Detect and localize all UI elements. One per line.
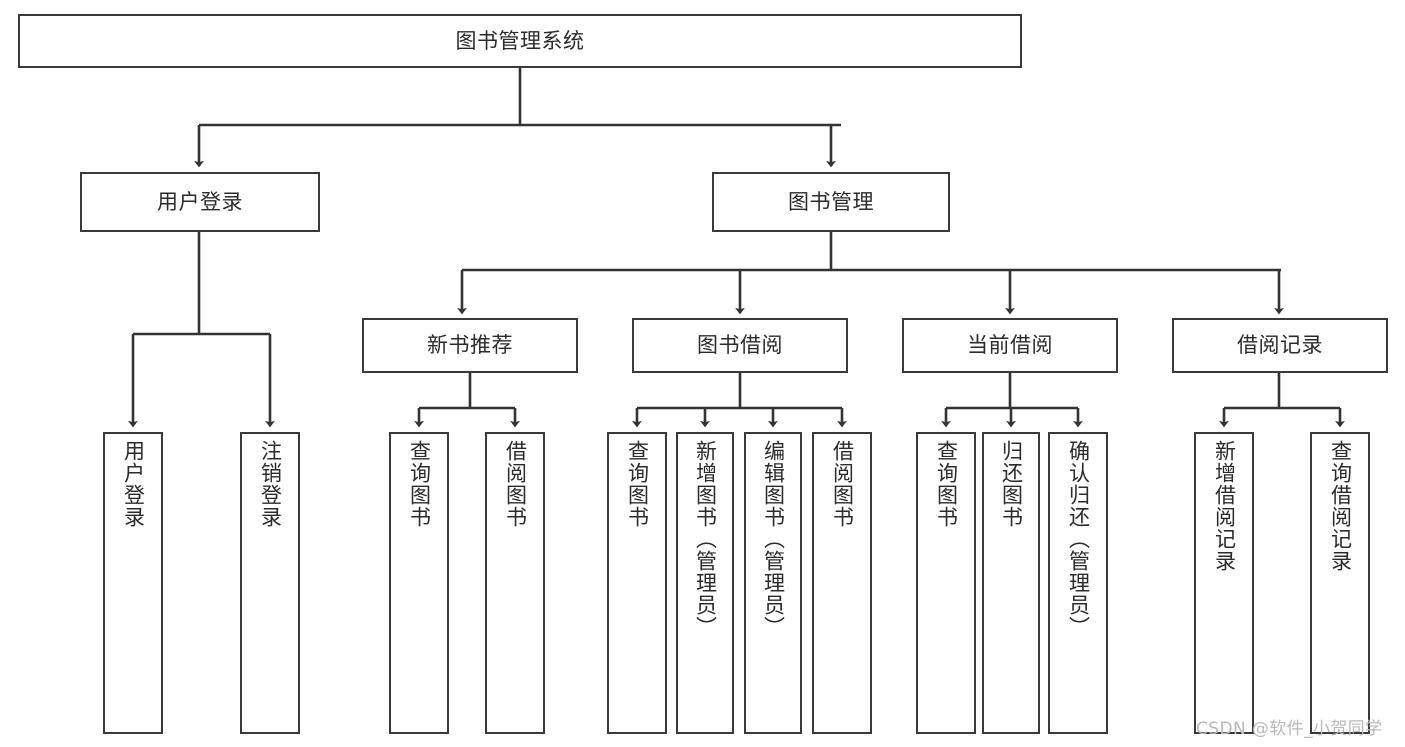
edge-book-borrow-to-leaves — [632, 373, 847, 428]
leaf-query-book-3[interactable]: 查询图书 — [916, 432, 976, 734]
node-borrow-record-label: 借阅记录 — [1237, 333, 1323, 358]
edge-new-book-to-leaves — [414, 373, 520, 428]
leaf-borrow-book-2[interactable]: 借阅图书 — [812, 432, 872, 734]
node-new-book-recommend[interactable]: 新书推荐 — [362, 318, 578, 373]
leaf-logout-login-label: 注销登录 — [258, 440, 283, 528]
leaf-edit-book[interactable]: 编辑图书（管理员） — [744, 432, 802, 734]
leaf-add-record-label: 新增借阅记录 — [1212, 440, 1237, 572]
leaf-borrow-book-2-label: 借阅图书 — [830, 440, 855, 528]
leaf-edit-book-label: 编辑图书（管理员） — [761, 440, 786, 638]
leaf-query-book-1-label: 查询图书 — [407, 440, 432, 528]
node-current-borrow[interactable]: 当前借阅 — [902, 318, 1118, 373]
edge-borrow-record-to-leaves — [1219, 373, 1345, 428]
node-book-borrow[interactable]: 图书借阅 — [632, 318, 848, 373]
edge-book-manage-to-level3 — [457, 232, 1284, 315]
leaf-query-book-2-label: 查询图书 — [625, 440, 650, 528]
leaf-query-book-1[interactable]: 查询图书 — [389, 432, 449, 734]
leaf-query-book-2[interactable]: 查询图书 — [607, 432, 667, 734]
node-book-borrow-label: 图书借阅 — [697, 333, 783, 358]
leaf-borrow-book-1-label: 借阅图书 — [503, 440, 528, 528]
leaf-user-login-label: 用户登录 — [121, 440, 146, 528]
node-root[interactable]: 图书管理系统 — [18, 14, 1022, 68]
leaf-user-login[interactable]: 用户登录 — [103, 432, 163, 734]
leaf-add-book[interactable]: 新增图书（管理员） — [676, 432, 734, 734]
leaf-query-record[interactable]: 查询借阅记录 — [1310, 432, 1370, 734]
node-root-label: 图书管理系统 — [455, 28, 585, 53]
edge-current-borrow-to-leaves — [941, 373, 1083, 428]
leaf-query-book-3-label: 查询图书 — [934, 440, 959, 528]
leaf-return-book-label: 归还图书 — [999, 440, 1024, 528]
leaf-add-book-label: 新增图书（管理员） — [693, 440, 718, 638]
node-new-book-recommend-label: 新书推荐 — [427, 333, 513, 358]
node-book-manage-label: 图书管理 — [788, 189, 874, 214]
leaf-return-book[interactable]: 归还图书 — [982, 432, 1040, 734]
leaf-confirm-return[interactable]: 确认归还（管理员） — [1048, 432, 1108, 734]
node-user-login[interactable]: 用户登录 — [80, 172, 320, 232]
edge-root-to-level2 — [194, 68, 841, 168]
node-borrow-record[interactable]: 借阅记录 — [1172, 318, 1388, 373]
leaf-confirm-return-label: 确认归还（管理员） — [1066, 440, 1091, 638]
edge-user-login-to-leaves — [128, 232, 275, 428]
leaf-borrow-book-1[interactable]: 借阅图书 — [485, 432, 545, 734]
leaf-add-record[interactable]: 新增借阅记录 — [1194, 432, 1254, 734]
node-current-borrow-label: 当前借阅 — [967, 333, 1053, 358]
csdn-watermark: CSDN @软件_小贺同学 — [1196, 719, 1383, 739]
node-user-login-label: 用户登录 — [157, 189, 243, 214]
leaf-query-record-label: 查询借阅记录 — [1328, 440, 1353, 572]
node-book-manage[interactable]: 图书管理 — [712, 172, 950, 232]
leaf-logout-login[interactable]: 注销登录 — [240, 432, 300, 734]
